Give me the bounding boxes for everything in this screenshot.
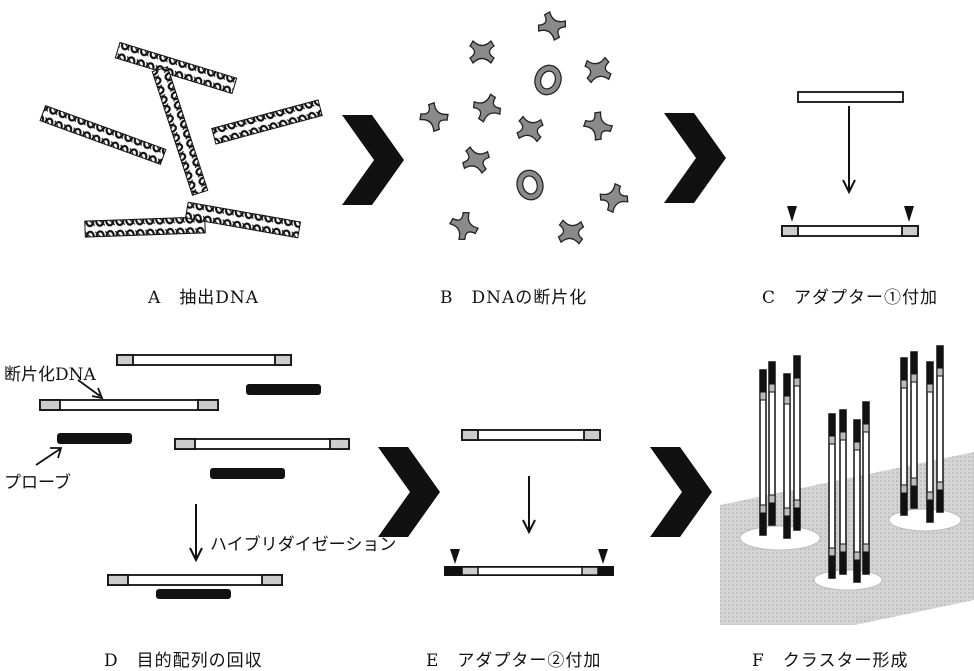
cluster-strand xyxy=(926,361,934,523)
arrow-a-to-b xyxy=(342,115,404,205)
cluster-strand xyxy=(900,357,908,516)
arrow-b-to-c xyxy=(664,113,726,203)
panel-e-adapter-2 xyxy=(444,429,614,576)
cluster-strand xyxy=(768,361,776,526)
cluster-strand xyxy=(793,355,801,531)
hybridization-label: ハイブリダイゼーション xyxy=(210,535,397,555)
caption-d: D 目的配列の回収 xyxy=(104,651,263,671)
cluster-strand xyxy=(862,401,870,575)
probe-3 xyxy=(210,468,285,479)
caption-b: B DNAの断片化 xyxy=(440,288,588,308)
hybridized-fragment xyxy=(107,574,283,599)
cluster-strand xyxy=(839,409,847,575)
cluster-strand xyxy=(936,345,944,513)
fragment-middle xyxy=(39,399,219,411)
panel-a-helices xyxy=(39,41,323,239)
fragment-label: 断片化DNA xyxy=(4,365,96,385)
caption-c: C アダプター①付加 xyxy=(762,288,939,308)
panel-d-capture xyxy=(35,354,350,599)
caption-a: A 抽出DNA xyxy=(148,288,260,308)
arrow-d-to-e xyxy=(378,447,440,537)
cluster-strand xyxy=(910,351,918,509)
cluster-strand xyxy=(783,373,791,539)
probe-1 xyxy=(246,384,321,395)
caption-f: F クラスター形成 xyxy=(752,651,909,671)
panel-f-clusters xyxy=(720,345,974,625)
fragment-right xyxy=(174,438,350,450)
cluster-strand xyxy=(853,419,861,583)
panel-c-adapter-1 xyxy=(781,91,919,237)
arrow-e-to-f xyxy=(650,447,712,537)
probe-label: プローブ xyxy=(4,473,71,493)
probe-2 xyxy=(57,433,132,444)
panel-b-fragments xyxy=(417,9,631,245)
cluster-strand xyxy=(759,369,767,536)
fragment-top xyxy=(116,354,292,366)
caption-e: E アダプター②付加 xyxy=(426,651,602,671)
cluster-strand xyxy=(828,413,836,579)
